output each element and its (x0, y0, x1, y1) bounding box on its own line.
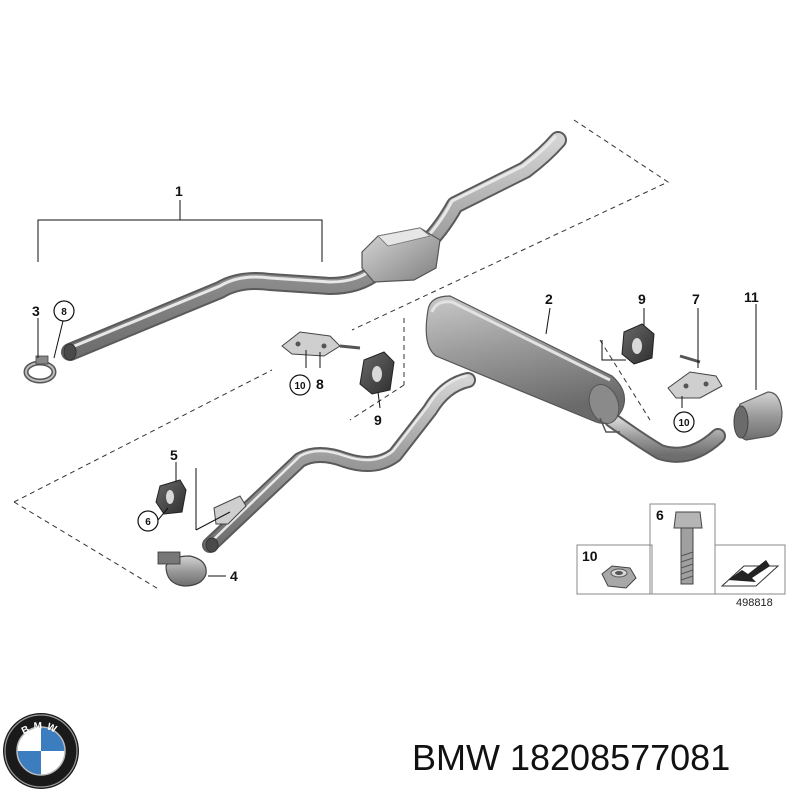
callout-4: 4 (230, 568, 238, 584)
hex-nut-icon (601, 565, 637, 589)
legend-bolt-label: 6 (656, 507, 664, 523)
arrow-symbol-icon (720, 560, 780, 587)
callout-6-circled: 6 (137, 510, 159, 532)
rear-muffler (425, 295, 625, 433)
reference-number: 498818 (736, 597, 773, 609)
callout-10-circled-front: 10 (289, 374, 311, 396)
rubber-mount-9-front (359, 351, 395, 395)
svg-text:6: 6 (145, 517, 151, 528)
callout-8-circled: 8 (53, 300, 75, 322)
parts-legend: 10 6 498818 (576, 503, 786, 609)
callout-2: 2 (545, 291, 553, 307)
front-pipe-assembly (61, 131, 567, 361)
callout-8-main: 8 (316, 376, 324, 392)
part-caption: BMW 18208577081 (412, 737, 731, 778)
bracket-part-7 (667, 354, 723, 399)
bolt-icon (673, 511, 703, 585)
leader-lines (37, 200, 757, 577)
svg-text:10: 10 (678, 418, 690, 429)
svg-text:8: 8 (61, 307, 67, 318)
legend-nut-label: 10 (582, 548, 598, 564)
bmw-logo: BMW (3, 713, 79, 789)
clamp-part-4 (157, 551, 207, 587)
callout-5: 5 (170, 447, 178, 463)
rubber-mount-5 (155, 479, 187, 515)
dashed-outlines (13, 119, 670, 591)
callout-9-rear: 9 (638, 291, 646, 307)
tail-pipe (604, 412, 726, 463)
callout-7: 7 (692, 291, 700, 307)
middle-pipe (202, 372, 476, 553)
rubber-mount-9-rear (621, 323, 655, 365)
tailpipe-trim (733, 391, 783, 441)
callout-11: 11 (744, 289, 759, 305)
bracket-part-8 (281, 331, 361, 357)
hanger-bracket (213, 495, 247, 525)
svg-text:10: 10 (294, 381, 306, 392)
clamp-part-3 (23, 355, 57, 384)
callout-10-circled-rear: 10 (673, 411, 695, 433)
callout-9-front: 9 (374, 412, 382, 428)
callout-3: 3 (32, 303, 40, 319)
callout-1: 1 (175, 183, 183, 199)
